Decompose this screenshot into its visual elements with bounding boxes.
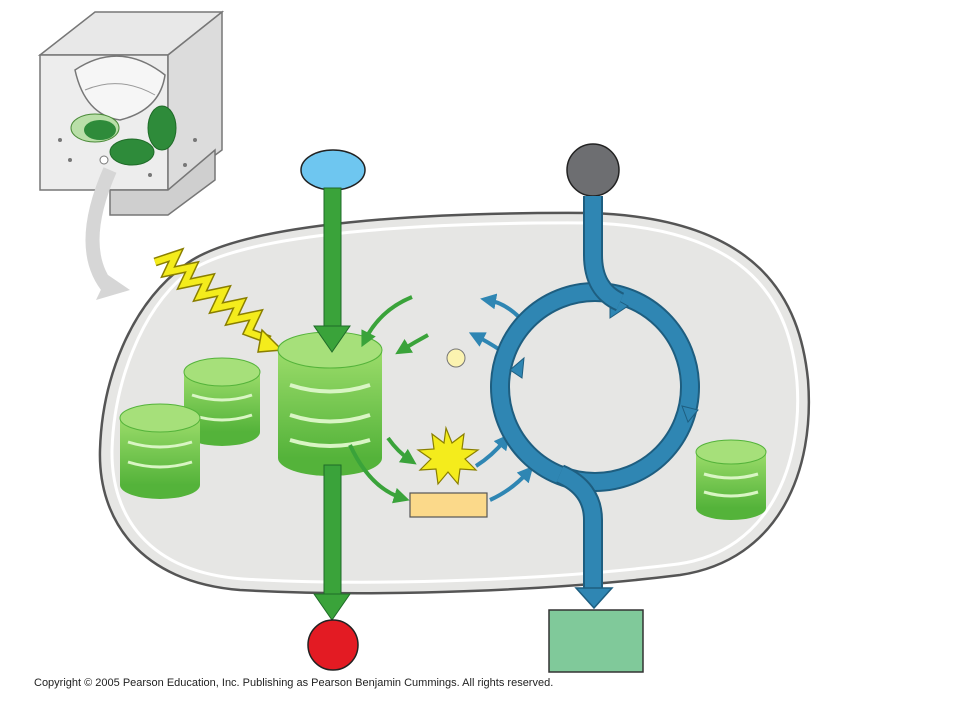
light-output-arrow <box>323 464 342 596</box>
zoom-arrow <box>85 167 117 295</box>
nadp-dot <box>446 348 466 368</box>
nadph-box <box>409 492 488 518</box>
zoom-arrow-head <box>96 275 130 300</box>
input-oval-blue <box>300 149 366 191</box>
plant-cell-icon <box>37 10 225 216</box>
output-box-green <box>548 609 644 673</box>
green-arrow-3 <box>386 436 417 465</box>
cycle-arrowhead-3 <box>509 356 525 379</box>
green-arrow-1 <box>361 295 413 348</box>
atp-starburst-icon <box>416 425 480 486</box>
blue-arrow-4 <box>489 466 534 502</box>
light-input-arrow <box>323 187 342 329</box>
granum-left <box>119 403 201 499</box>
blue-arrow-3 <box>474 433 511 468</box>
output-circle-red <box>307 619 359 671</box>
granum-right <box>695 439 767 520</box>
blue-arrow-1 <box>480 293 522 320</box>
copyright-text: Copyright © 2005 Pearson Education, Inc.… <box>34 677 554 689</box>
green-arrow-2 <box>395 333 429 355</box>
granum-main <box>277 331 383 476</box>
green-arrow-4 <box>348 444 410 504</box>
input-circle-gray <box>566 143 620 197</box>
cycle-arrowhead-2 <box>681 405 699 423</box>
